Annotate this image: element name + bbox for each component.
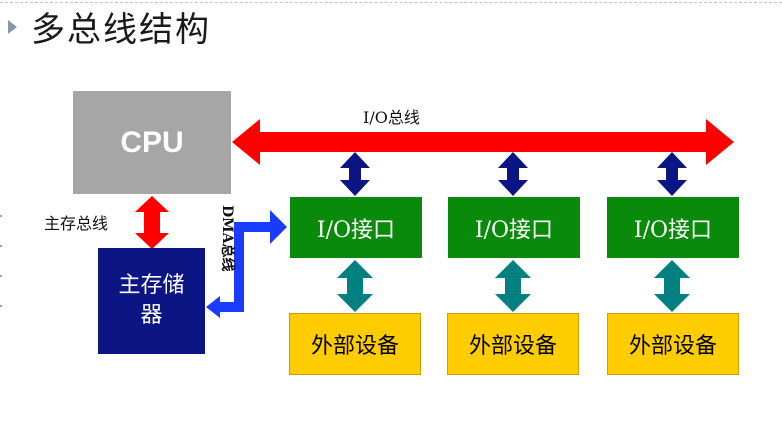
dma-bus-label: DMA总线 bbox=[219, 205, 235, 272]
dma-bus-arrow bbox=[206, 210, 287, 318]
external-device-3: 外部设备 bbox=[607, 313, 739, 375]
external-device-1: 外部设备 bbox=[289, 313, 421, 375]
memory-bus-label: 主存总线 bbox=[44, 214, 109, 233]
memory-bus-arrow bbox=[135, 196, 169, 249]
device-links bbox=[337, 260, 690, 312]
io-bus-arrow bbox=[232, 119, 734, 165]
io-link-1 bbox=[340, 152, 370, 196]
io-bus-label: I/O总线 bbox=[363, 108, 420, 127]
main-memory-box: 主存储器 bbox=[98, 248, 205, 354]
device-link-2 bbox=[495, 260, 531, 312]
title-bullet-icon bbox=[8, 20, 17, 34]
io-link-3 bbox=[657, 152, 687, 196]
slide-top-border bbox=[0, 2, 782, 3]
slide-title: 多总线结构 bbox=[31, 10, 211, 50]
io-link-2 bbox=[498, 152, 528, 196]
device-link-1 bbox=[337, 260, 373, 312]
io-interface-2: I/O接口 bbox=[448, 197, 580, 258]
external-device-2: 外部设备 bbox=[447, 313, 579, 375]
io-interface-1: I/O接口 bbox=[290, 197, 422, 258]
cpu-box: CPU bbox=[73, 91, 231, 194]
io-interface-3: I/O接口 bbox=[607, 197, 739, 258]
left-edge-marks bbox=[0, 215, 2, 335]
io-bus-links bbox=[340, 152, 687, 196]
device-link-3 bbox=[654, 260, 690, 312]
